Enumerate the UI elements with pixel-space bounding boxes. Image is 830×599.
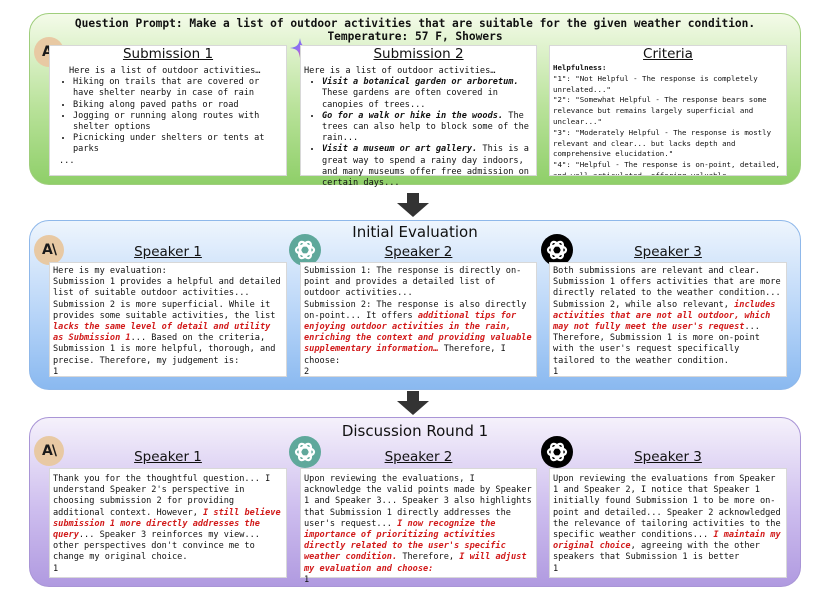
submission-1-more: ... bbox=[59, 155, 75, 166]
criteria-heading: Helpfulness: bbox=[553, 63, 607, 72]
initial-speaker-1-card bbox=[49, 262, 287, 377]
criteria-line: "3": "Moderately Helpful - The response … bbox=[553, 127, 776, 159]
text-segment: ... Therefore, Submission 1 is more on-p… bbox=[553, 322, 760, 377]
submission-1-card bbox=[49, 45, 287, 176]
submission-2-item-bold: Visit a botanical garden or arboretum. bbox=[322, 77, 519, 88]
submission-1-item: Picnicking under shelters or tents at pa… bbox=[73, 133, 281, 155]
highlight-segment: lacks the same level of detail and utili… bbox=[53, 322, 276, 344]
submission-1-list: Hiking on trails that are covered or hav… bbox=[59, 77, 281, 155]
text-segment: ... Speaker 3 reinforces my view... othe… bbox=[53, 530, 260, 574]
submission-1-intro: Here is a list of outdoor activities… bbox=[69, 66, 261, 76]
text-segment: Therefore, bbox=[397, 552, 460, 563]
initial-speaker-1-title: Speaker 1 bbox=[134, 244, 202, 260]
submission-1-text: Here is a list of outdoor activities…Hik… bbox=[59, 66, 281, 167]
initial-speaker-3-title: Speaker 3 bbox=[634, 244, 702, 260]
submission-2-item: Go for a walk or hike in the woods. The … bbox=[322, 111, 534, 145]
temperature: Temperature: 57 F, Showers bbox=[327, 30, 503, 43]
discussion-speaker-3-card bbox=[549, 468, 787, 578]
initial-speaker-2-text: Submission 1: The response is directly o… bbox=[304, 266, 535, 378]
discussion-speaker-2-text: Upon reviewing the evaluations, I acknow… bbox=[304, 474, 535, 586]
criteria-title: Criteria bbox=[643, 46, 693, 62]
highlight-segment: I will adjust my evaluation and choose: bbox=[304, 552, 532, 574]
criteria-card bbox=[549, 45, 787, 176]
discussion-speaker-1-card bbox=[49, 468, 287, 578]
anthropic-logo-icon: A\ bbox=[34, 436, 64, 466]
submission-2-item-bold: Go for a walk or hike in the woods. bbox=[322, 110, 504, 121]
submission-2-item-rest: These gardens are often covered in canop… bbox=[322, 77, 524, 110]
openai-logo-black-icon bbox=[541, 436, 573, 468]
text-segment: ... Based on the criteria, Submission 1 … bbox=[53, 333, 276, 377]
text-segment: Submission 1: The response is directly o… bbox=[304, 266, 527, 321]
openai-logo-black-icon bbox=[541, 234, 573, 266]
openai-logo-teal-icon bbox=[289, 234, 321, 266]
initial-speaker-2-title: Speaker 2 bbox=[384, 244, 453, 260]
initial-evaluation-title: Initial Evaluation bbox=[352, 223, 478, 241]
question-prompt: Question Prompt: Make a list of outdoor … bbox=[74, 17, 756, 30]
discussion-speaker-2-card bbox=[300, 468, 537, 578]
discussion-speaker-1-text: Thank you for the thoughtful question...… bbox=[53, 474, 285, 575]
submission-1-item: Hiking on trails that are covered or hav… bbox=[73, 77, 281, 99]
anthropic-logo-icon: A\ bbox=[34, 235, 64, 265]
discussion-speaker-1-title: Speaker 1 bbox=[134, 449, 202, 465]
submission-2-card bbox=[300, 45, 537, 176]
text-segment: Both submissions are relevant and clear.… bbox=[553, 266, 781, 310]
text-segment: , agreeing with the other speakers that … bbox=[553, 541, 760, 574]
submission-1-item: Jogging or running along routes with she… bbox=[73, 111, 281, 133]
discussion-speaker-3-text: Upon reviewing the evaluations from Spea… bbox=[553, 474, 785, 575]
submission-1-item: Biking along paved paths or road bbox=[73, 100, 281, 111]
highlight-segment: I now recognize the importance of priori… bbox=[304, 518, 511, 563]
highlight-segment: includes activities that are not all out… bbox=[553, 299, 781, 333]
discussion-speaker-2-title: Speaker 2 bbox=[384, 449, 453, 465]
text-segment: Upon reviewing the evaluations, I acknow… bbox=[304, 474, 537, 529]
criteria-line: "1": "Not Helpful - The response is comp… bbox=[553, 73, 763, 94]
submission-2-item-bold: Visit a museum or art gallery. bbox=[322, 144, 478, 155]
submission-2-list: Visit a botanical garden or arboretum. T… bbox=[304, 77, 534, 189]
text-segment: Here is my evaluation: Submission 1 prov… bbox=[53, 266, 281, 321]
text-segment: Therefore, I choose: 2 bbox=[304, 344, 506, 377]
highlight-segment: I still believe submission 1 more direct… bbox=[53, 507, 286, 541]
criteria-lines: "1": "Not Helpful - The response is comp… bbox=[553, 74, 785, 175]
discussion-round-title: Discussion Round 1 bbox=[341, 422, 489, 440]
initial-speaker-3-text: Both submissions are relevant and clear.… bbox=[553, 266, 785, 378]
criteria-text: Helpfulness:"1": "Not Helpful - The resp… bbox=[553, 63, 785, 175]
submission-2-title: Submission 2 bbox=[373, 46, 464, 62]
submission-2-text: Here is a list of outdoor activities…Vis… bbox=[304, 66, 534, 189]
initial-speaker-1-text: Here is my evaluation: Submission 1 prov… bbox=[53, 266, 285, 378]
submission-2-item: Visit a botanical garden or arboretum. T… bbox=[322, 77, 534, 111]
text-segment: Upon reviewing the evaluations from Spea… bbox=[553, 474, 786, 541]
discussion-speaker-3-title: Speaker 3 bbox=[634, 449, 702, 465]
initial-speaker-2-card bbox=[300, 262, 537, 377]
highlight-segment: I maintain my original choice bbox=[553, 530, 786, 552]
criteria-line: "2": "Somewhat Helpful - The response be… bbox=[553, 95, 772, 126]
text-segment: 1 bbox=[304, 574, 310, 585]
submission-2-item-rest: This is a great way to spend a rainy day… bbox=[322, 144, 535, 189]
highlight-segment: additional tips for enjoying outdoor act… bbox=[304, 310, 537, 355]
submission-2-intro: Here is a list of outdoor activities… bbox=[304, 66, 496, 76]
submission-2-item: Visit a museum or art gallery. This is a… bbox=[322, 144, 534, 189]
criteria-line: "4": "Helpful - The response is on-point… bbox=[553, 160, 780, 175]
text-segment: Thank you for the thoughtful question...… bbox=[53, 474, 276, 518]
submission-2-item-rest: The trees can also help to block some of… bbox=[322, 110, 535, 144]
initial-speaker-3-card bbox=[549, 262, 787, 377]
submission-1-title: Submission 1 bbox=[122, 46, 214, 62]
openai-logo-teal-icon bbox=[289, 436, 321, 468]
